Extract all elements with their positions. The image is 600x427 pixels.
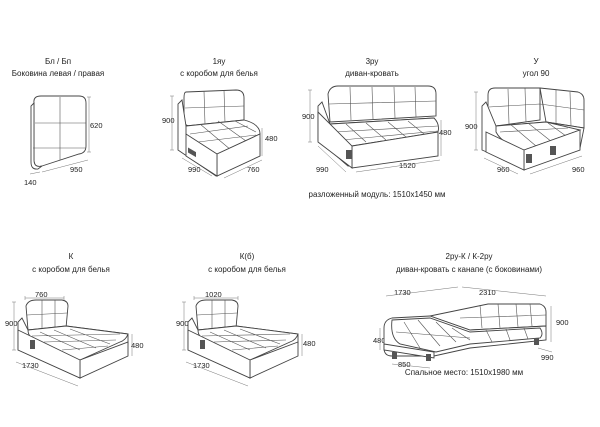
dim-width: 2310	[479, 288, 496, 297]
dim-height: 900	[556, 318, 569, 327]
dim-width: 140	[24, 178, 37, 187]
dim-length: 1730	[22, 361, 39, 370]
module-name-2ru-k: диван-кровать с канапе (с боковинами)	[395, 265, 543, 274]
dim-depth: 950	[70, 165, 83, 174]
chaise-kb-drawing	[182, 296, 303, 387]
dim-height: 900	[176, 319, 189, 328]
dim-base: 850	[398, 360, 411, 369]
module-name-u: угол 90	[522, 69, 550, 78]
dim-width: 760	[247, 165, 260, 174]
dim-seat: 480	[373, 336, 386, 345]
module-name-3ru: диван-кровать	[345, 69, 399, 78]
dim-depth: 990	[541, 353, 554, 362]
dim-height: 900	[465, 122, 478, 131]
dim-seat: 480	[439, 128, 452, 137]
module-name-1yau: с коробом для белья	[180, 69, 258, 78]
module-note-3ru: разложенный модуль: 1510х1450 мм	[308, 190, 446, 199]
dim-height: 900	[162, 116, 175, 125]
corner-seat-drawing	[474, 87, 585, 175]
dim-width: 1520	[399, 161, 416, 170]
dim-width: 760	[35, 290, 48, 299]
dim-depth: 990	[188, 165, 201, 174]
module-code-bl-bp: Бл / Бп	[44, 57, 72, 66]
dim-length: 1730	[394, 288, 411, 297]
module-note-2ru-k: Спальное место: 1510х1980 мм	[404, 368, 524, 377]
module-code-1yau: 1яу	[212, 57, 226, 66]
dim-length: 1730	[193, 361, 210, 370]
module-name-bl-bp: Боковина левая / правая	[11, 69, 105, 78]
dim-seat: 480	[303, 339, 316, 348]
dim-seat: 480	[265, 134, 278, 143]
dim-width: 960	[572, 165, 585, 174]
corner-sofa-drawing	[379, 286, 553, 369]
dim-depth: 990	[316, 165, 329, 174]
module-code-k: К	[68, 252, 74, 261]
dim-height: 620	[90, 121, 103, 130]
module-code-2ru-k: 2ру-К / К-2ру	[445, 252, 493, 261]
dim-height: 900	[302, 112, 315, 121]
chaise-k-drawing	[12, 296, 133, 387]
module-name-k: с коробом для белья	[32, 265, 110, 274]
three-seat-drawing	[308, 85, 442, 173]
dim-width: 1020	[205, 290, 222, 299]
module-name-kb: с коробом для белья	[208, 265, 286, 274]
dim-height: 900	[5, 319, 18, 328]
module-code-u: У	[533, 57, 539, 66]
module-code-kb: К(б)	[239, 252, 255, 261]
module-code-3ru: 3ру	[365, 57, 379, 66]
dim-seat: 480	[131, 341, 144, 350]
armrest-drawing	[29, 95, 91, 175]
single-seat-drawing	[170, 89, 263, 179]
dim-depth: 960	[497, 165, 510, 174]
